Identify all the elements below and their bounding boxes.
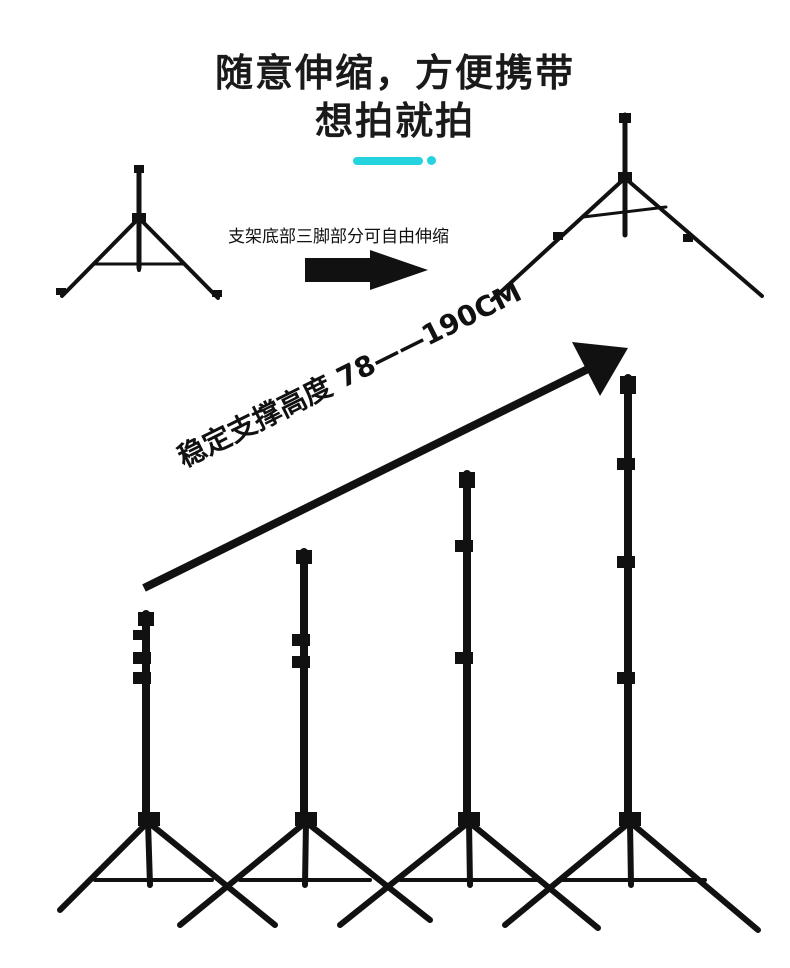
title-line-1: 随意伸缩，方便携带: [214, 51, 575, 95]
accent-dot: [427, 156, 436, 165]
light-stand-190cm: [502, 374, 761, 933]
light-stand-150cm: [337, 470, 601, 931]
accent-bar: [353, 157, 423, 165]
title-line-2: 想拍就拍: [314, 99, 475, 143]
tripod-spread-icon: [490, 112, 764, 302]
light-stand-110cm: [177, 548, 433, 928]
feature-caption: 支架底部三脚部分可自由伸缩: [228, 227, 449, 247]
tripod-compact-icon: [56, 165, 222, 300]
right-arrow-icon: [305, 250, 428, 290]
light-stand-78cm: [57, 610, 278, 928]
diagonal-arrow-icon: [142, 342, 628, 592]
